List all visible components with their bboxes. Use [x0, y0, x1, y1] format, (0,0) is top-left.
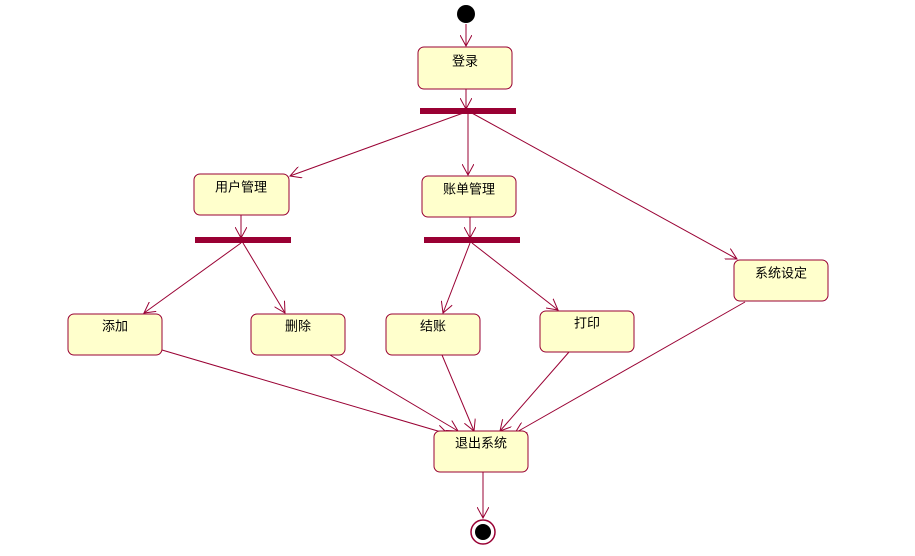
activity-system-settings: 系统设定 [733, 259, 829, 302]
edge-add-exit [161, 349, 448, 434]
edge-fork-print [471, 242, 558, 310]
activity-bill-mgmt: 账单管理 [421, 175, 517, 218]
activity-login-label: 登录 [452, 55, 478, 70]
activity-exit-label: 退出系统 [455, 437, 507, 452]
edge-fork-checkout [443, 242, 471, 313]
edge-print-exit [500, 351, 570, 431]
activity-add: 添加 [67, 313, 163, 356]
activity-checkout-label: 结账 [420, 320, 446, 335]
activity-delete: 删除 [250, 313, 346, 356]
edge-fork-user-mgmt [290, 111, 467, 176]
activity-bill-mgmt-label: 账单管理 [443, 183, 495, 198]
edge-delete-exit [329, 354, 458, 431]
activity-user-mgmt-label: 用户管理 [215, 180, 267, 196]
activity-delete-label: 删除 [285, 320, 311, 335]
edge-fork-delete [242, 242, 285, 313]
edge-system-settings-exit [515, 301, 746, 433]
activity-add-label: 添加 [102, 320, 128, 335]
fork-bar-bill [424, 237, 520, 243]
edge-fork-system-settings [469, 111, 737, 259]
activity-checkout: 结账 [385, 313, 481, 356]
end-node [470, 519, 496, 545]
activity-exit: 退出系统 [433, 430, 529, 473]
edge-fork-add [144, 242, 242, 313]
edge-checkout-exit [441, 354, 474, 431]
start-node [457, 5, 475, 23]
fork-bar-main [420, 108, 516, 114]
activity-system-settings-label: 系统设定 [755, 267, 807, 282]
fork-bar-user [195, 237, 291, 243]
transitions [144, 24, 746, 518]
activity-user-mgmt: 用户管理 [193, 173, 290, 216]
activity-print-label: 打印 [574, 317, 600, 332]
activity-print: 打印 [539, 310, 635, 353]
activity-login: 登录 [417, 46, 513, 90]
